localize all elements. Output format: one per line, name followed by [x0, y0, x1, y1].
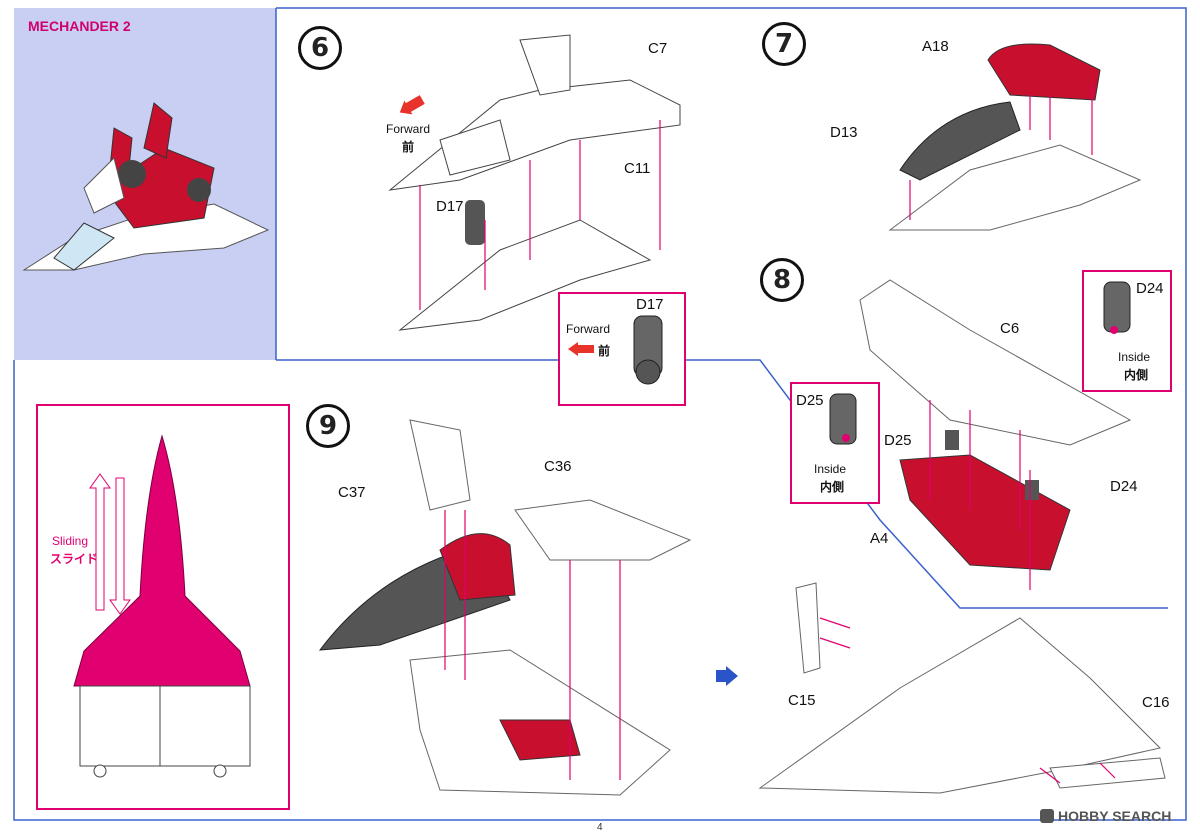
forward-label-inset-jp: 前 [598, 344, 611, 358]
inside-label-d25: Inside [814, 462, 847, 476]
sliding-label: Sliding [52, 534, 89, 548]
part-label-c7: C7 [648, 40, 668, 57]
part-label-d17: D17 [436, 198, 464, 215]
step-6-number: 6 [310, 33, 330, 63]
forward-label-6: Forward [386, 122, 431, 136]
page-number: 4 [597, 822, 603, 833]
assembly-result-diagram [758, 582, 1166, 794]
forward-arrow-inset [568, 342, 594, 356]
model-title: MECHANDER 2 [28, 18, 131, 34]
forward-arrow-6 [398, 95, 425, 115]
step-6-diagram [388, 34, 681, 331]
forward-label-inset: Forward [566, 322, 611, 336]
forward-label-6-jp: 前 [402, 140, 415, 154]
part-label-c6: C6 [1000, 320, 1020, 337]
part-label-d17-inset: D17 [636, 296, 664, 313]
sliding-label-jp: スライド [50, 552, 99, 566]
step-7-number: 7 [774, 29, 794, 59]
step-7-diagram [888, 43, 1142, 231]
part-label-c11: C11 [624, 160, 651, 177]
step-8-diagram [859, 279, 1132, 590]
d17-part-detail [633, 315, 663, 385]
step-9-diagram [318, 419, 692, 796]
step-7-badge: 7 [762, 22, 806, 66]
part-label-d25: D25 [884, 432, 912, 449]
inside-label-d24: Inside [1118, 350, 1151, 364]
watermark-icon [1040, 809, 1054, 823]
sliding-jet-illustration [73, 434, 251, 778]
part-label-c15: C15 [788, 692, 816, 709]
next-step-arrow [716, 666, 738, 686]
step-8-badge: 8 [760, 258, 804, 302]
watermark-text: HOBBY SEARCH [1058, 808, 1172, 824]
step-9-badge: 9 [306, 404, 350, 448]
step-6-badge: 6 [298, 26, 342, 70]
part-label-a4: A4 [870, 530, 889, 547]
d25-part-detail [829, 393, 857, 445]
finished-model-illustration [22, 102, 270, 271]
part-label-d24-inset: D24 [1136, 280, 1164, 297]
d24-part-detail [1103, 281, 1131, 334]
watermark-logo: HOBBY SEARCH [1040, 808, 1171, 824]
sliding-arrows [89, 473, 131, 615]
step-8-number: 8 [772, 265, 792, 295]
part-label-c37: C37 [338, 484, 366, 501]
part-label-a18: A18 [922, 38, 949, 55]
part-label-c16: C16 [1142, 694, 1170, 711]
inside-label-d25-jp: 内側 [820, 480, 845, 494]
inside-label-d24-jp: 内側 [1124, 368, 1149, 382]
step-9-number: 9 [318, 411, 338, 441]
part-label-c36: C36 [544, 458, 572, 475]
part-label-d13: D13 [830, 124, 858, 141]
part-label-d25-inset: D25 [796, 392, 824, 409]
part-label-d24: D24 [1110, 478, 1138, 495]
